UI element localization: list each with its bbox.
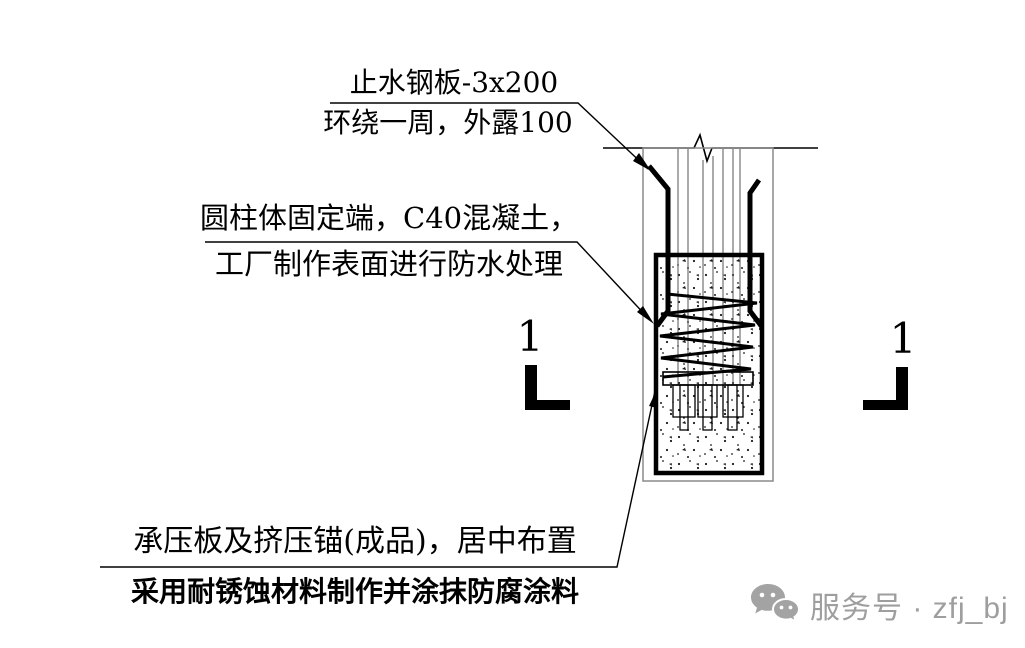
callout-anchor-line1: 承压板及挤压锚(成品)，居中布置: [133, 524, 577, 559]
watermark: 服务号 · zfj_bj: [748, 582, 1009, 628]
leader-line-bearing-plate: [100, 390, 656, 568]
waterstop-plate-right: [747, 178, 764, 329]
section-mark-right: [863, 367, 908, 410]
section-number-left: 1: [516, 312, 544, 361]
extrusion-anchors: [672, 384, 744, 431]
callout-waterstop-line2: 环绕一周，外露100: [323, 106, 573, 139]
section-mark-left: [525, 365, 570, 410]
wechat-chat-bubbles-icon: [751, 584, 800, 624]
fixed-end-box: [653, 252, 765, 476]
callout-anchor-line2: 采用耐锈蚀材料制作并涂抹防腐涂料: [130, 575, 579, 608]
leader-arrowhead-bearing-plate: [649, 387, 658, 408]
spiral-reinforcement: [659, 292, 758, 379]
callout-fixed-end-line1: 圆柱体固定端，C40混凝土，: [200, 201, 579, 235]
section-number-right: 1: [889, 314, 917, 363]
leader-line-waterstop: [330, 102, 649, 170]
leader-arrowhead-waterstop: [633, 153, 651, 171]
leader-line-fixed-end: [205, 241, 651, 321]
waterstop-plate-left: [647, 164, 671, 328]
callout-fixed-end-line2: 工厂制作表面进行防水处理: [214, 247, 563, 281]
callout-waterstop-line1: 止水钢板-3x200: [349, 66, 559, 99]
leader-arrowhead-fixed-end: [637, 306, 654, 324]
watermark-text: 服务号 · zfj_bj: [810, 592, 1009, 625]
